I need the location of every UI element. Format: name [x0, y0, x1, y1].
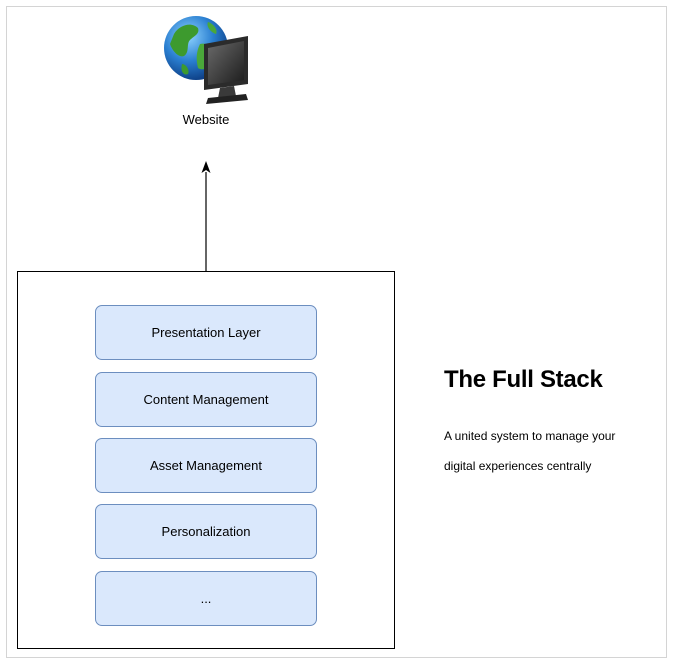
- layer-label: Presentation Layer: [151, 325, 261, 340]
- stack-title: The Full Stack: [444, 366, 603, 393]
- layer-label: ...: [200, 591, 212, 606]
- layer-presentation[interactable]: Presentation Layer: [95, 305, 317, 360]
- layer-more[interactable]: ...: [95, 571, 317, 626]
- website-label: Website: [182, 112, 230, 127]
- globe-monitor-icon: [160, 14, 252, 106]
- layer-asset-management[interactable]: Asset Management: [95, 438, 317, 493]
- diagram-frame: [6, 6, 667, 658]
- layer-content-management[interactable]: Content Management: [95, 372, 317, 427]
- description-line-1: A united system to manage your: [444, 429, 616, 443]
- layer-label: Asset Management: [149, 458, 262, 473]
- description-line-2: digital experiences centrally: [444, 459, 592, 473]
- stack-container: Presentation Layer Content Management As…: [17, 271, 395, 649]
- layer-label: Content Management: [143, 392, 269, 407]
- layer-personalization[interactable]: Personalization: [95, 504, 317, 559]
- layer-label: Personalization: [161, 524, 251, 539]
